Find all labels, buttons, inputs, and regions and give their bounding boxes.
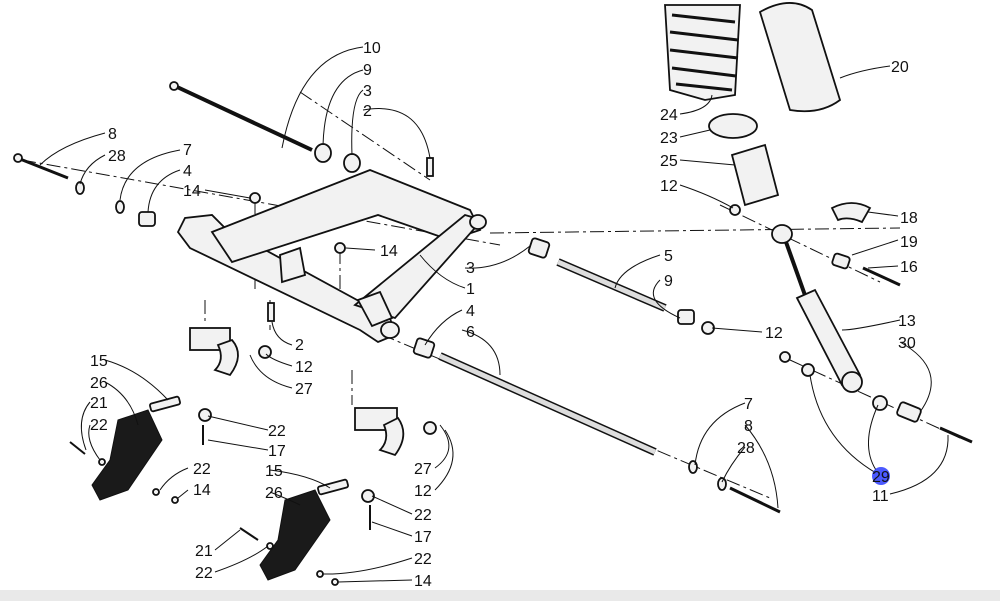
callout-24[interactable]: 24 bbox=[660, 107, 678, 124]
callout-28[interactable]: 28 bbox=[108, 148, 126, 165]
callout-9[interactable]: 9 bbox=[664, 273, 673, 290]
callout-1[interactable]: 1 bbox=[466, 281, 475, 298]
callout-18[interactable]: 18 bbox=[900, 210, 918, 227]
callout-22[interactable]: 22 bbox=[90, 417, 108, 434]
bottom-scroll-edge bbox=[0, 590, 1000, 601]
lower-right-bolt-part-8 bbox=[688, 460, 781, 514]
callout-3[interactable]: 3 bbox=[466, 260, 475, 277]
callout-12[interactable]: 12 bbox=[765, 325, 783, 342]
shaft-parts-5-6 bbox=[412, 237, 715, 456]
callout-14[interactable]: 14 bbox=[193, 482, 211, 499]
callout-20[interactable]: 20 bbox=[891, 59, 909, 76]
callout-29[interactable]: 29 bbox=[872, 469, 890, 486]
callout-19[interactable]: 19 bbox=[900, 234, 918, 251]
assembly-axis-lines bbox=[21, 91, 961, 499]
left-bolt-part-8 bbox=[13, 153, 156, 227]
callout-2[interactable]: 2 bbox=[295, 337, 304, 354]
callout-17[interactable]: 17 bbox=[268, 443, 286, 460]
leader-lines bbox=[39, 46, 949, 583]
callout-12[interactable]: 12 bbox=[295, 359, 313, 376]
callout-23[interactable]: 23 bbox=[660, 130, 678, 147]
callout-12[interactable]: 12 bbox=[660, 178, 678, 195]
callout-22[interactable]: 22 bbox=[193, 461, 211, 478]
callout-8[interactable]: 8 bbox=[744, 418, 753, 435]
callout-25[interactable]: 25 bbox=[660, 153, 678, 170]
callout-5[interactable]: 5 bbox=[664, 248, 673, 265]
callout-10[interactable]: 10 bbox=[363, 40, 381, 57]
swing-arm-frame-part-1 bbox=[176, 169, 487, 344]
callout-2[interactable]: 2 bbox=[363, 103, 372, 120]
callout-26[interactable]: 26 bbox=[265, 485, 283, 502]
callout-11[interactable]: 11 bbox=[872, 488, 889, 505]
callout-16[interactable]: 16 bbox=[900, 259, 918, 276]
callout-21[interactable]: 21 bbox=[90, 395, 108, 412]
left-footrest-assembly bbox=[91, 327, 272, 501]
callout-13[interactable]: 13 bbox=[898, 313, 916, 330]
callout-21[interactable]: 21 bbox=[195, 543, 213, 560]
shock-mount-parts bbox=[830, 202, 901, 287]
callout-labels[interactable]: 10 9 3 2 8 28 7 4 14 14 3 1 5 9 2 12 27 … bbox=[90, 40, 918, 590]
callout-4[interactable]: 4 bbox=[183, 163, 192, 180]
callout-17[interactable]: 17 bbox=[414, 529, 432, 546]
callout-8[interactable]: 8 bbox=[108, 126, 117, 143]
callout-3[interactable]: 3 bbox=[363, 83, 372, 100]
callout-14[interactable]: 14 bbox=[414, 573, 432, 590]
callout-26[interactable]: 26 bbox=[90, 375, 108, 392]
callout-15[interactable]: 15 bbox=[265, 463, 283, 480]
callout-6[interactable]: 6 bbox=[466, 324, 475, 341]
shock-spring-assembly bbox=[664, 2, 842, 207]
shock-absorber-part-13 bbox=[729, 204, 863, 393]
callout-27[interactable]: 27 bbox=[295, 381, 313, 398]
callout-12[interactable]: 12 bbox=[414, 483, 432, 500]
callout-30[interactable]: 30 bbox=[898, 335, 916, 352]
callout-7[interactable]: 7 bbox=[744, 396, 753, 413]
callout-15[interactable]: 15 bbox=[90, 353, 108, 370]
callout-22[interactable]: 22 bbox=[414, 551, 432, 568]
callout-28[interactable]: 28 bbox=[737, 440, 755, 457]
lower-shock-mount-parts bbox=[872, 395, 973, 444]
callout-7[interactable]: 7 bbox=[183, 142, 192, 159]
highlight-marker bbox=[872, 467, 890, 485]
callout-27[interactable]: 27 bbox=[414, 461, 432, 478]
bushing-parts-9-3 bbox=[314, 143, 361, 173]
callout-9[interactable]: 9 bbox=[363, 62, 372, 79]
callout-22[interactable]: 22 bbox=[414, 507, 432, 524]
callout-22[interactable]: 22 bbox=[195, 565, 213, 582]
callout-4[interactable]: 4 bbox=[466, 303, 475, 320]
long-bolt-part-10 bbox=[169, 81, 313, 152]
callout-14[interactable]: 14 bbox=[380, 243, 398, 260]
callout-22[interactable]: 22 bbox=[268, 423, 286, 440]
right-footrest-assembly bbox=[259, 407, 437, 581]
callout-14[interactable]: 14 bbox=[183, 183, 201, 200]
